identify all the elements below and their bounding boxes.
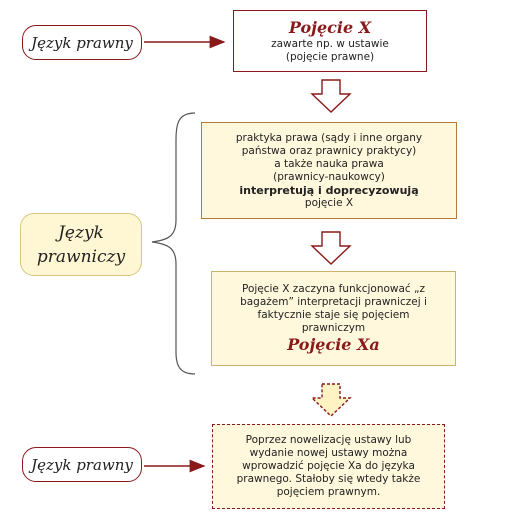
label-jezyk-prawny-top: Język prawny — [22, 25, 142, 60]
down-arrow-1 — [310, 79, 352, 113]
box4-line-3: wprowadzić pojęcie Xa do języka — [242, 460, 415, 472]
box-nowelizacja: Poprzez nowelizację ustawy lub wydanie n… — [212, 424, 445, 509]
label-text: Język prawny — [31, 33, 133, 52]
down-arrow-3 — [310, 383, 352, 417]
down-arrow-2 — [310, 231, 352, 265]
box1-title: Pojęcie X — [288, 18, 372, 37]
curly-brace — [151, 112, 196, 375]
box2-line-5: pojęcie X — [304, 196, 354, 209]
box2-line-2: państwa oraz prawnicy praktycy) — [241, 144, 417, 157]
label-line-1: Język — [58, 222, 104, 243]
box2-line-4: (prawnicy-naukowcy) — [273, 170, 385, 183]
box3-title: Pojęcie Xa — [287, 334, 380, 354]
box3-line-3: faktycznie staje się pojęciem — [257, 308, 410, 321]
box2-line-1: praktyka prawa (sądy i inne organy — [235, 131, 423, 144]
box2-bold: interpretują i doprecyzowują — [239, 183, 419, 197]
box3-line-1: Pojęcie X zaczyna funkcjonować „z — [241, 282, 425, 295]
box-interpretacja: praktyka prawa (sądy i inne organy państ… — [201, 122, 457, 219]
box4-line-1: Poprzez nowelizację ustawy lub — [245, 434, 412, 446]
box1-line-1: zawarte np. w ustawie — [271, 38, 389, 50]
box-pojecie-xa: Pojęcie X zaczyna funkcjonować „z bagaże… — [211, 271, 456, 366]
label-line-2: prawniczy — [36, 246, 126, 267]
box2-line-3: a także nauka prawa — [274, 157, 384, 170]
box1-line-2: (pojęcie prawne) — [285, 51, 375, 63]
label-jezyk-prawny-bottom: Język prawny — [22, 447, 142, 482]
box4-line-5: pojęciem prawnym. — [276, 486, 381, 498]
label-text: Język prawny — [31, 455, 133, 474]
box4-line-2: wydanie nowej ustawy można — [249, 447, 408, 459]
label-jezyk-prawniczy: Język prawniczy — [20, 213, 142, 276]
box3-line-4: prawniczym — [301, 321, 366, 334]
box4-line-4: prawnego. Stałoby się wtedy także — [236, 473, 421, 485]
box3-line-2: bagażem” interpretacji prawniczej i — [240, 295, 427, 308]
box-pojecie-x: Pojęcie X zawarte np. w ustawie (pojęcie… — [233, 10, 427, 72]
